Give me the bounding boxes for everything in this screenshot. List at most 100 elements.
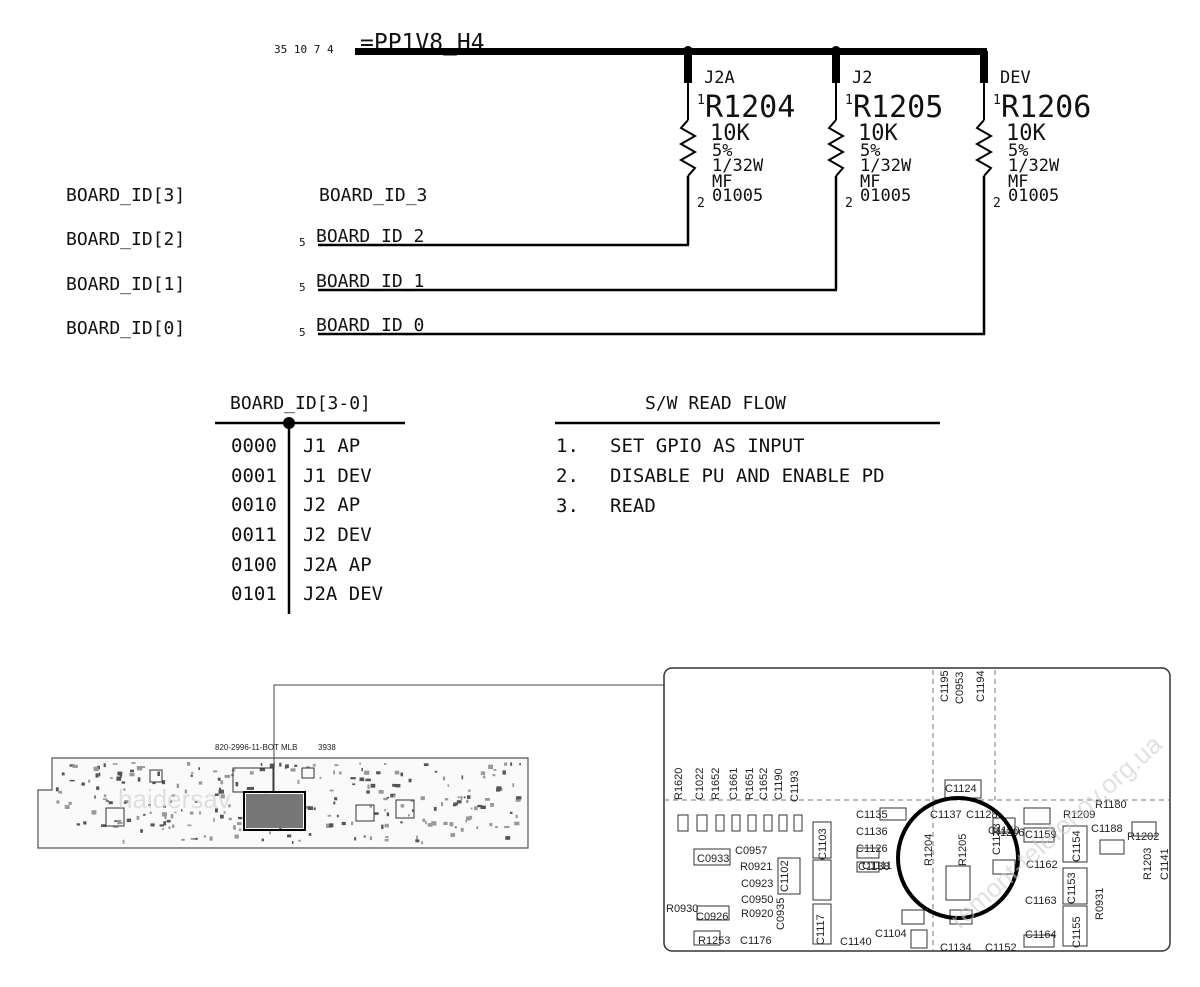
zoom-component-label: C1128 [966, 809, 998, 821]
pcb-component [385, 836, 389, 838]
pcb-component [246, 787, 252, 790]
resistor-package: 01005 [712, 186, 763, 206]
board-id-table: BOARD_ID[3-0] 0000 J1 AP 0001 J1 DEV 001… [215, 393, 405, 614]
zoom-component-label: C1138 [858, 861, 890, 873]
pcb-component [238, 828, 242, 831]
zoom-pad-outline [856, 861, 880, 873]
pcb-component [515, 798, 521, 802]
zoom-component-label: C1163 [1025, 895, 1057, 907]
pcb-component [131, 762, 136, 764]
zoom-highlight-circle [896, 796, 1020, 920]
zoom-component-label: C1652 [758, 768, 770, 800]
zoom-component-label: R1651 [744, 768, 756, 800]
pcb-component [359, 777, 365, 782]
pcb-component [460, 827, 464, 832]
pcb-component [480, 805, 486, 809]
zoom-component-label: R1205 [957, 834, 969, 866]
zoom-component-label: R0931 [1094, 888, 1106, 920]
pcb-component [88, 779, 91, 783]
zoom-frame [663, 667, 1171, 952]
pcb-component [223, 811, 226, 814]
resistor-tolerance: 5% [1008, 141, 1028, 161]
pcb-component [291, 841, 294, 844]
pcb-component [469, 815, 473, 820]
zoom-component-label: C1141 [1159, 848, 1171, 880]
pcb-chip-outline [355, 804, 375, 822]
pcb-component [516, 796, 522, 800]
pcb-component [121, 781, 126, 784]
resistor-ref: R1204 [705, 90, 795, 125]
pcb-component [95, 773, 99, 778]
pcb-component [365, 778, 371, 782]
pcb-component [91, 810, 97, 815]
pcb-component [108, 801, 113, 805]
resistor-pin1: 1 [697, 93, 705, 108]
pcb-component [214, 793, 219, 796]
pcb-component [213, 817, 215, 822]
pcb-component [163, 805, 166, 808]
pcb-component [129, 772, 135, 777]
pcb-component [103, 763, 106, 768]
zoom-component-label: C1124 [945, 783, 977, 795]
pcb-component [367, 784, 370, 789]
pcb-component [96, 786, 100, 790]
zoom-component-label: R1620 [673, 768, 685, 800]
zoom-component-label: C0923 [741, 878, 773, 890]
pcb-component [56, 800, 60, 804]
zoom-component-label: R1206 [992, 827, 1024, 839]
resistor-symbol [974, 119, 994, 177]
pcb-component [203, 835, 206, 838]
board-id-net-label: BOARD_ID_1 [316, 271, 424, 292]
pcb-component [420, 796, 425, 801]
pcb-component [117, 771, 123, 776]
pcb-component [213, 770, 218, 773]
pcb-component [434, 770, 438, 773]
table-desc: J2 AP [303, 494, 360, 516]
pcb-component [339, 771, 342, 775]
pcb-component [163, 821, 166, 826]
pcb-component [416, 835, 418, 840]
pcb-component [157, 771, 160, 776]
resistor-config-label: J2 [852, 68, 872, 88]
zoom-component-label: R0930 [666, 903, 698, 915]
pcb-component [143, 813, 146, 816]
pcb-component [510, 762, 513, 766]
pcb-component [384, 838, 389, 842]
pcb-component [449, 822, 454, 827]
board-id-page-ref: 5 [299, 281, 306, 294]
resistor-power: 1/32W [860, 156, 912, 176]
resistor-value: 10K [1006, 121, 1046, 146]
pcb-component [384, 809, 386, 812]
pcb-component [341, 821, 346, 826]
pcb-component [69, 779, 75, 782]
pcb-component [279, 827, 282, 829]
pcb-component [392, 783, 398, 787]
zoom-component-label: C0935 [775, 898, 787, 930]
zoom-component-label: C1159 [1025, 829, 1057, 841]
zoom-component-label: C1137 [930, 809, 962, 821]
pcb-component [76, 823, 81, 826]
pcb-component [187, 824, 192, 827]
pcb-component [294, 764, 298, 767]
pcb-component [378, 790, 384, 794]
pcb-component [101, 824, 107, 827]
zoom-component-label: C1176 [740, 935, 772, 947]
pcb-component [510, 811, 513, 814]
pcb-component [130, 769, 134, 773]
zoom-pad-outline [1099, 839, 1125, 855]
pcb-component [504, 825, 510, 829]
flow-step-text: DISABLE PU AND ENABLE PD [610, 465, 885, 487]
zoom-component-label: C1134 [940, 942, 972, 954]
pcb-component [333, 801, 336, 805]
pcb-component [329, 823, 334, 828]
pcb-component [68, 801, 72, 805]
resistor-tolerance: 5% [860, 141, 880, 161]
pcb-component [376, 771, 381, 775]
pcb-component [198, 781, 203, 785]
pcb-component [113, 825, 119, 828]
pcb-component [514, 821, 520, 826]
pcb-component [198, 767, 200, 770]
table-desc: J1 DEV [303, 465, 372, 487]
pcb-component [474, 806, 478, 811]
